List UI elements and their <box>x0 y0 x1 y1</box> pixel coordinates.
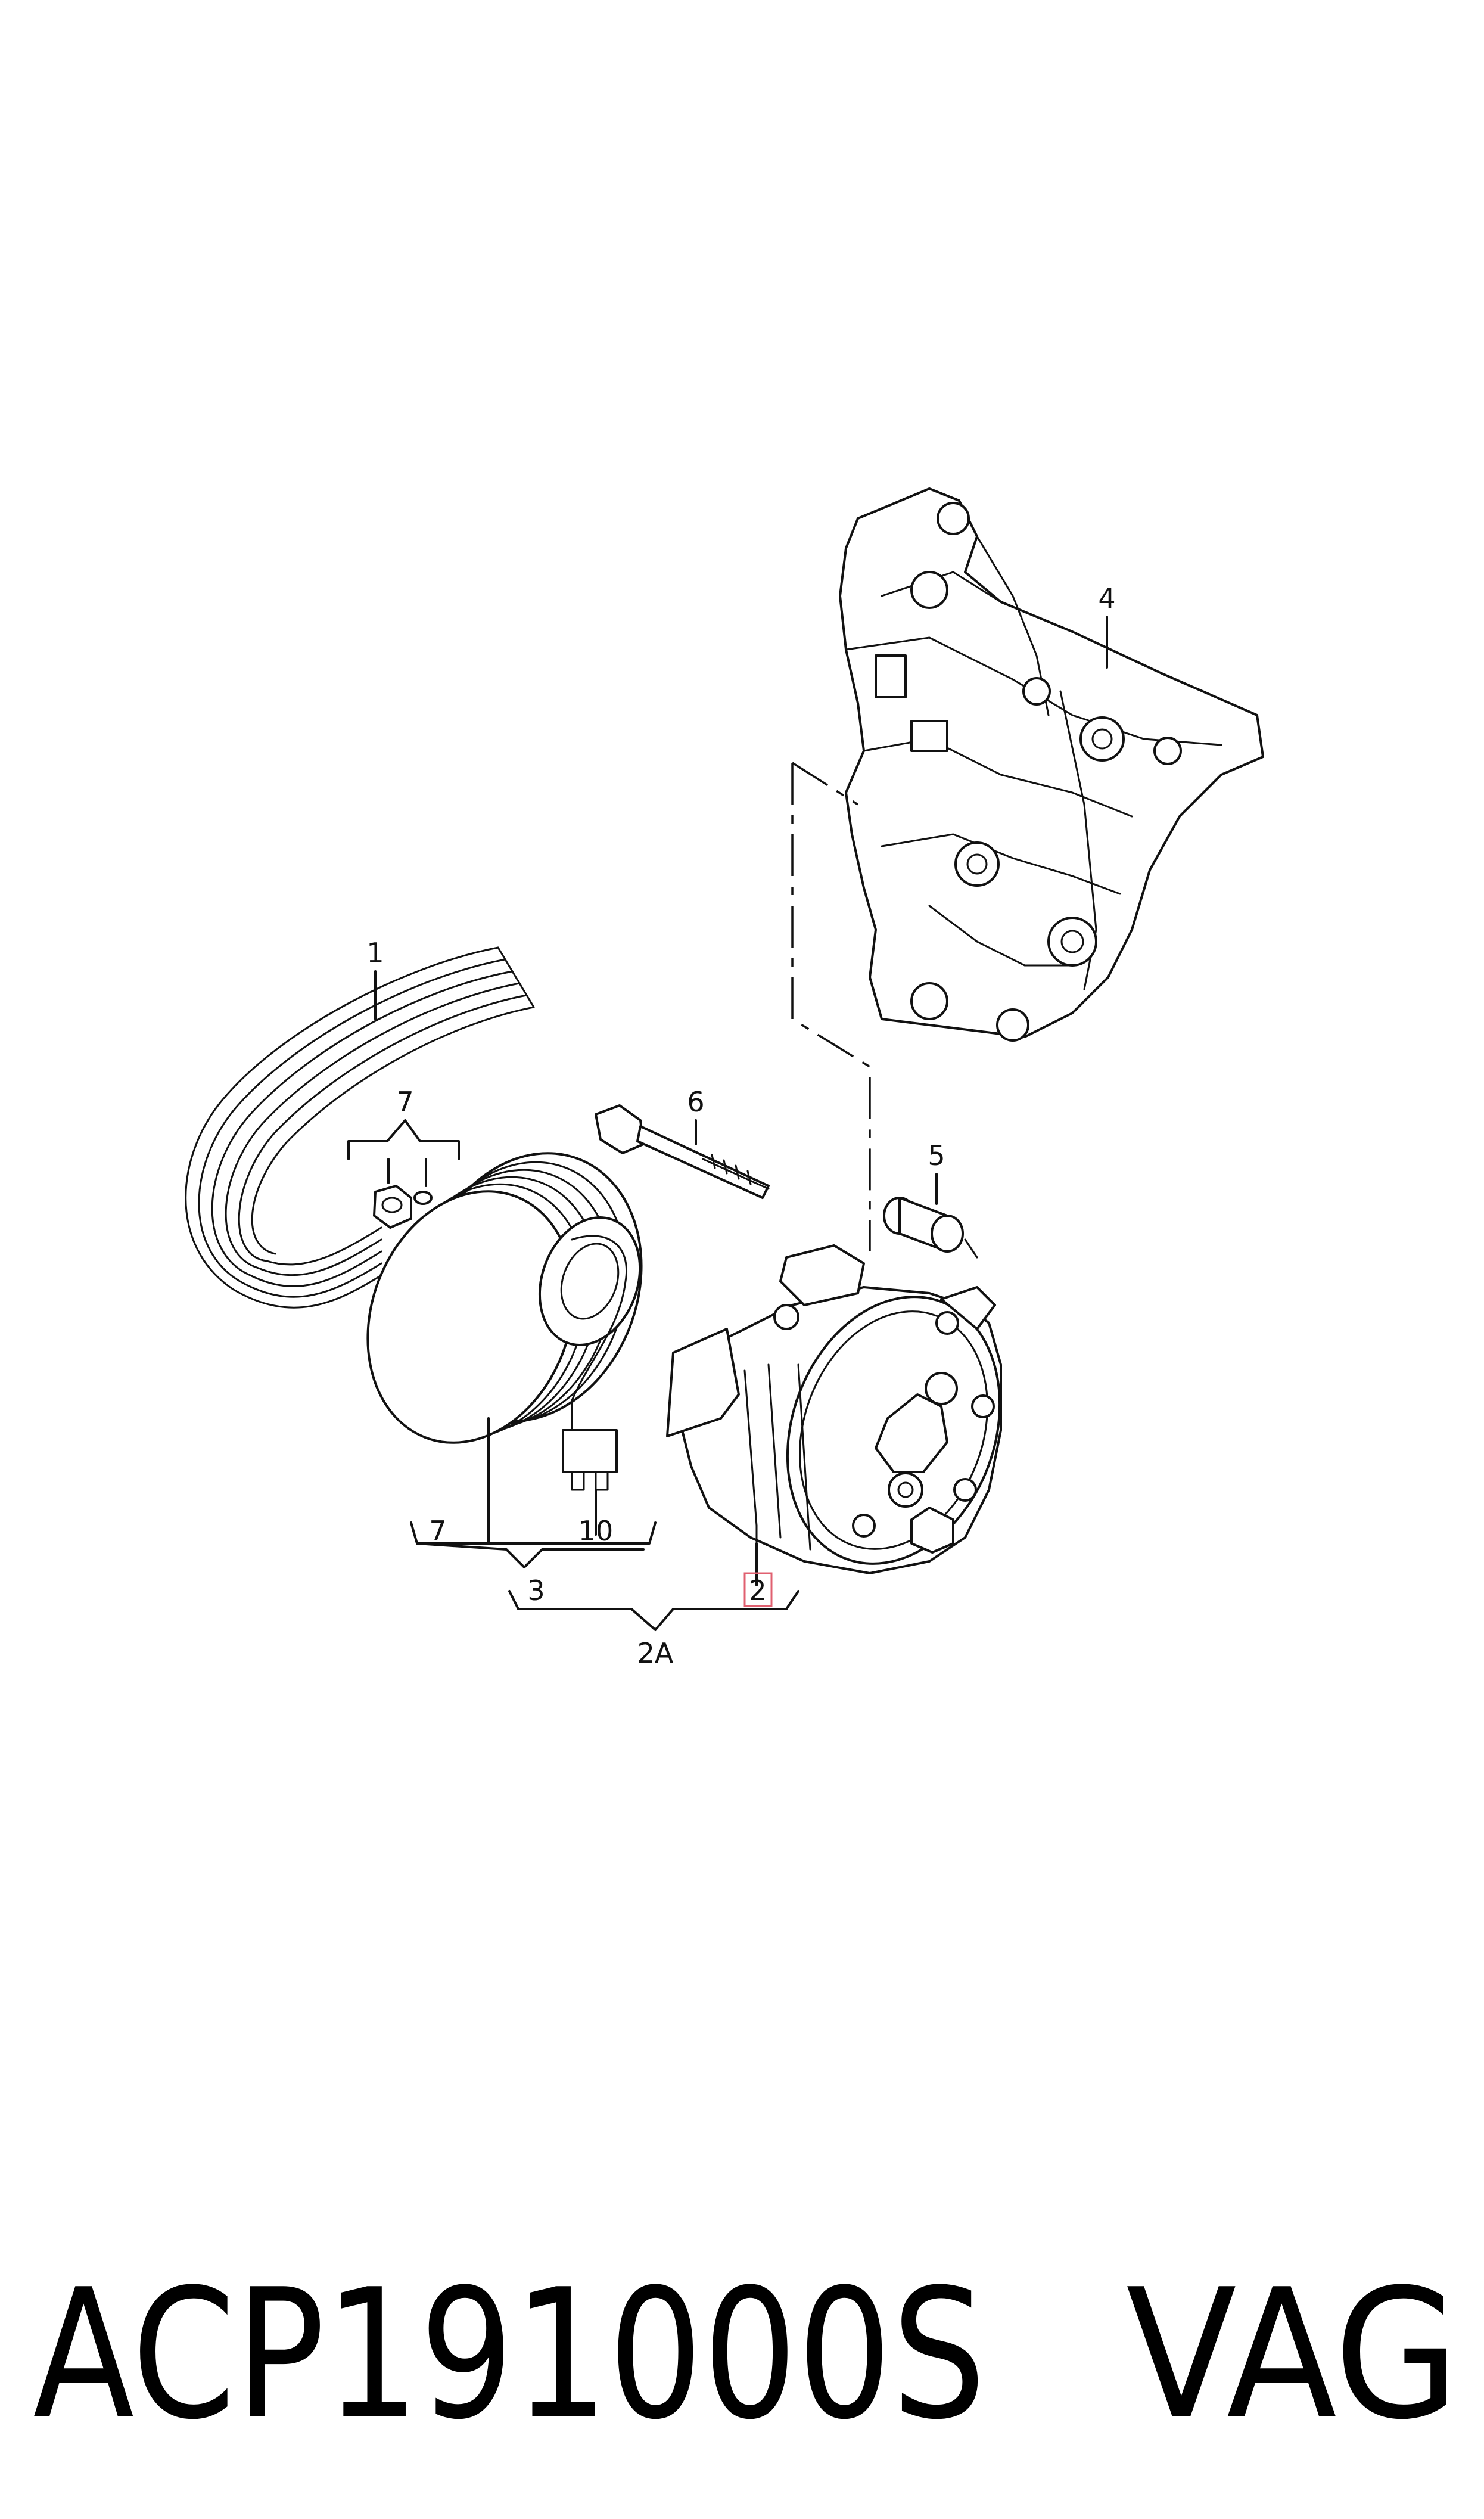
bracket-drawing <box>839 487 1264 1042</box>
nut-washer-drawing <box>373 1185 433 1229</box>
leader-lines <box>347 616 1108 1631</box>
brand-name: VAG <box>1126 2251 1460 2459</box>
belt-drawing <box>185 946 535 1309</box>
callout-bracket[interactable]: 4 <box>1098 582 1115 614</box>
callout-bushing[interactable]: 5 <box>928 1139 945 1172</box>
part-number: ACP191000S <box>33 2251 986 2459</box>
callout-compressor[interactable]: 2 <box>749 1574 766 1607</box>
callout-belt[interactable]: 1 <box>366 937 384 969</box>
callout-bolt[interactable]: 6 <box>687 1086 704 1118</box>
callout-nut[interactable]: 7 <box>396 1086 413 1118</box>
callout-compressor-assembly[interactable]: 2A <box>637 1637 674 1669</box>
clutch-pulley-drawing <box>366 1152 643 1491</box>
callout-clutch-group[interactable]: 7 <box>429 1515 446 1547</box>
bolt-drawing <box>595 1104 770 1199</box>
compressor-drawing <box>666 1244 1002 1574</box>
callout-compressor-box <box>743 1572 773 1607</box>
callout-clutch-assembly[interactable]: 3 <box>527 1574 545 1607</box>
assembly-guide-line <box>791 762 871 1251</box>
callout-connector[interactable]: 10 <box>578 1515 614 1547</box>
bushing-drawing <box>883 1197 978 1259</box>
